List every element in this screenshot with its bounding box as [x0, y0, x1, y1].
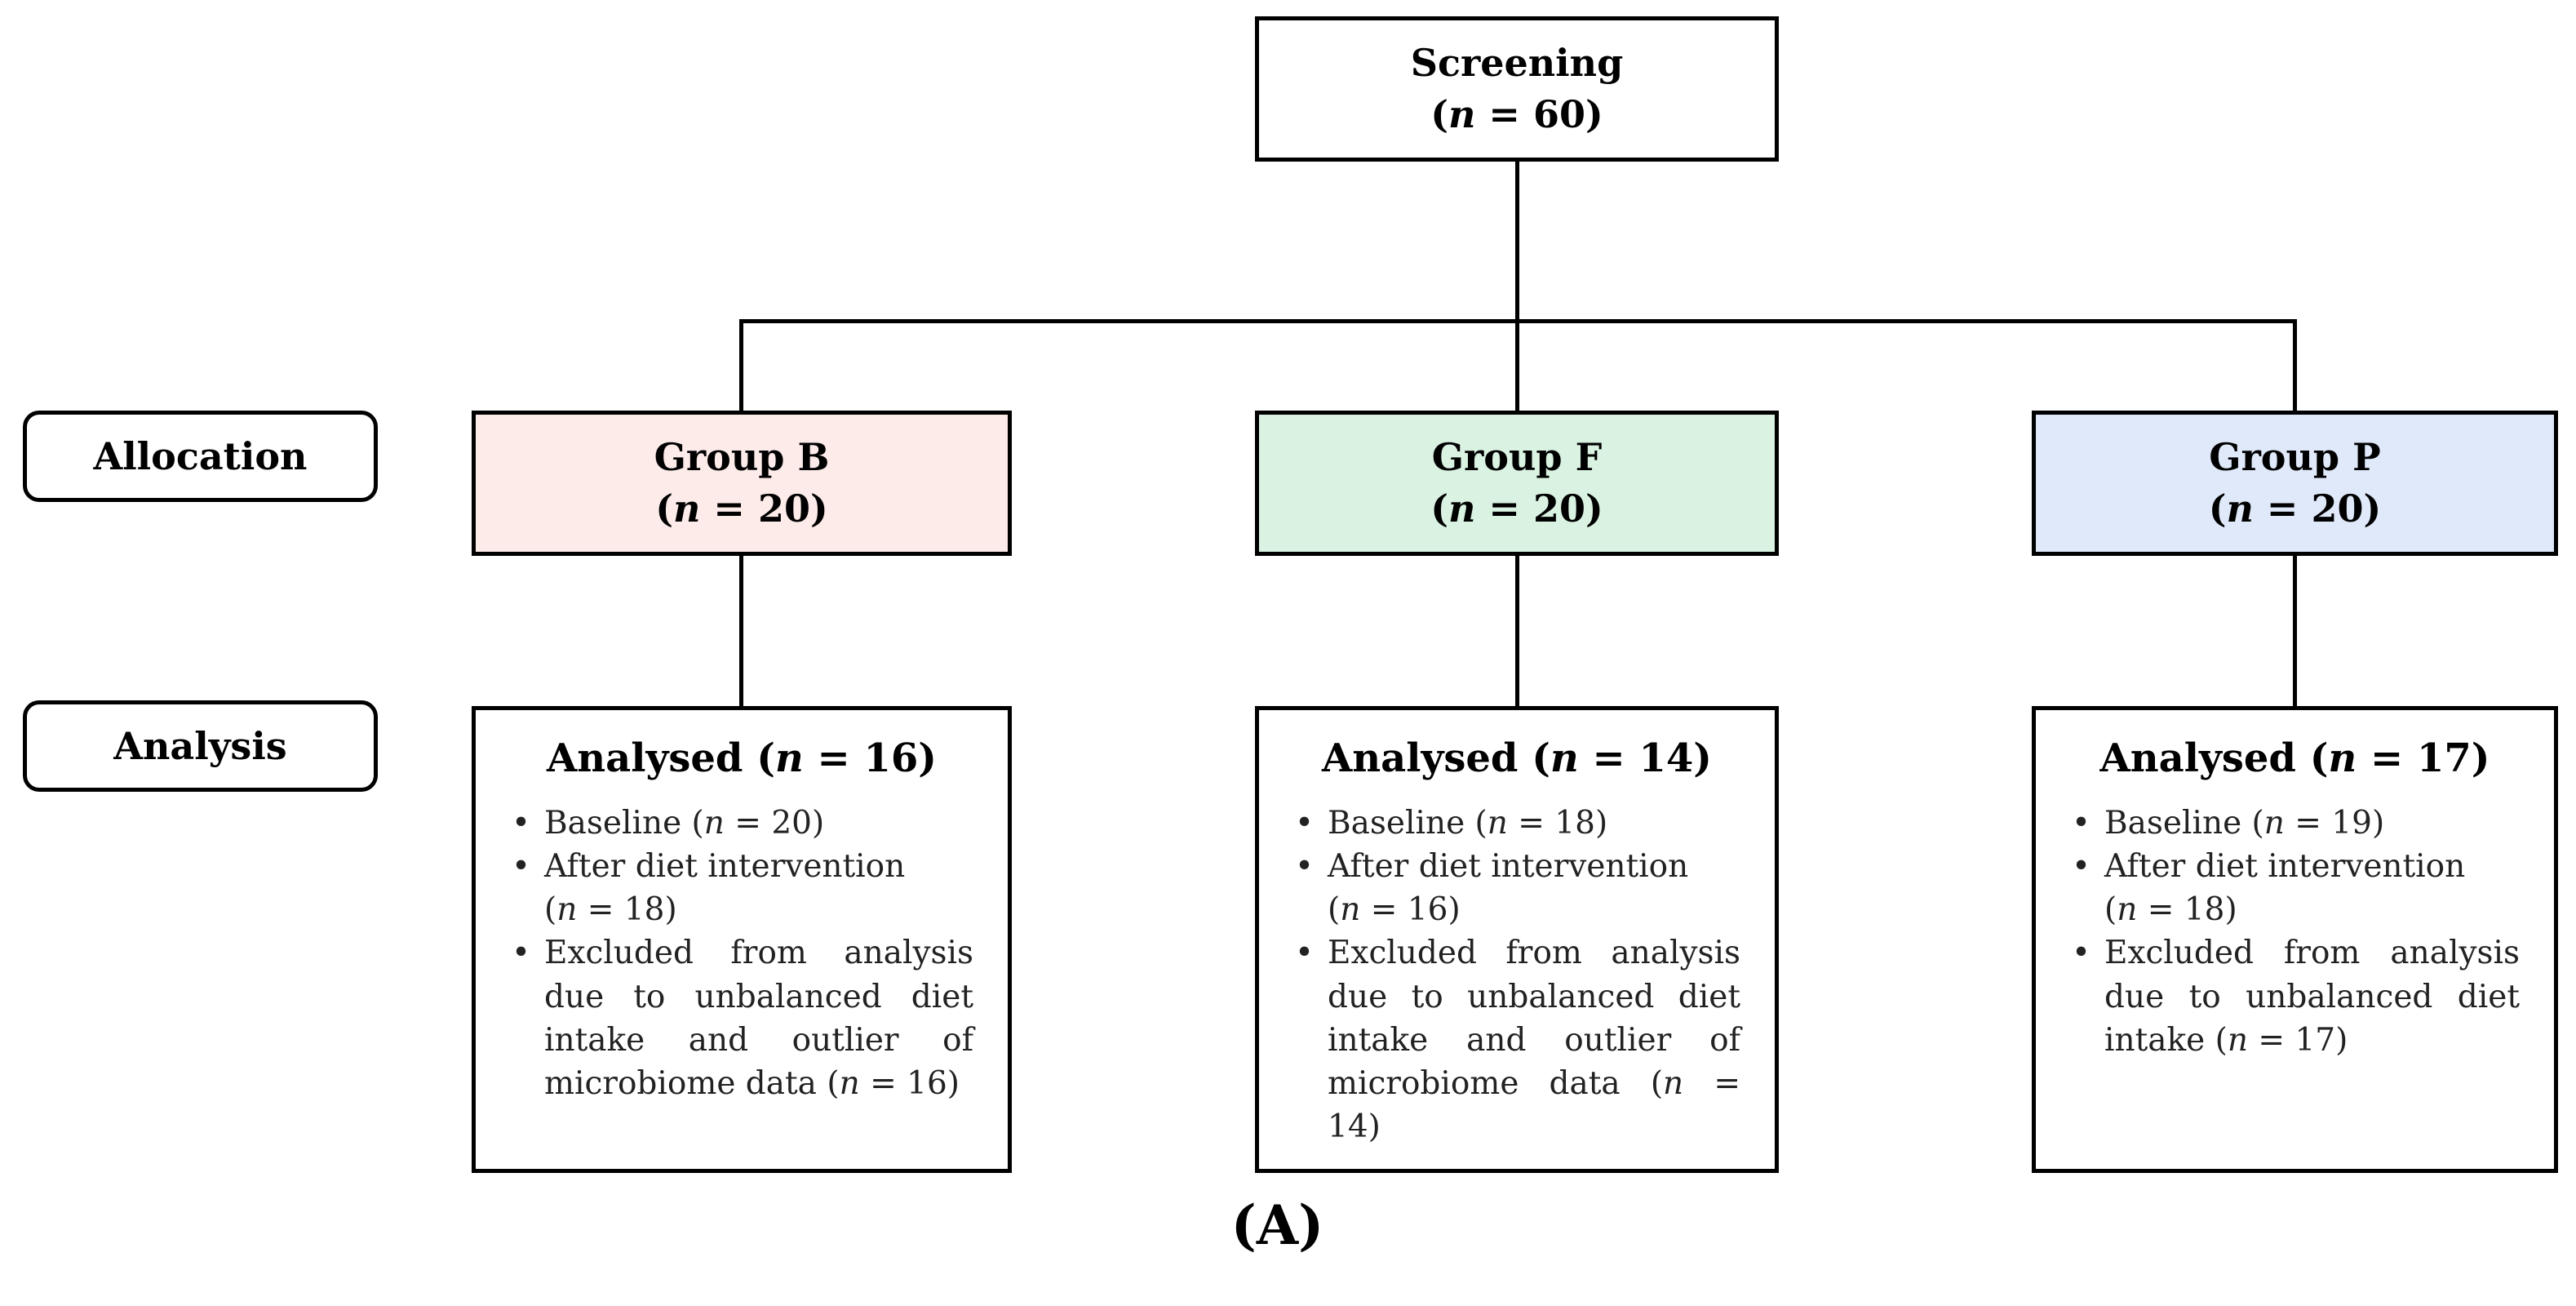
group-f-count: (n = 20) — [1430, 486, 1603, 531]
bullet-item: Excluded from analysis due to unbalanced… — [1288, 931, 1740, 1148]
analysis-label-text: Analysis — [113, 724, 287, 768]
connector-horizontal — [739, 319, 2297, 323]
bullet-item: After diet intervention (n = 18) — [505, 845, 973, 931]
bullet-item: Excluded from analysis due to unbalanced… — [505, 931, 973, 1104]
screening-count: (n = 60) — [1430, 92, 1603, 136]
group-p-count: (n = 20) — [2208, 486, 2382, 531]
allocation-label-text: Allocation — [93, 434, 308, 478]
group-p-name: Group P — [2209, 434, 2381, 479]
bullet-item: After diet intervention (n = 18) — [2065, 845, 2520, 931]
bullet-item: Baseline (n = 19) — [2065, 802, 2520, 845]
analysed-box-group-p: Analysed (n = 17) Baseline (n = 19) Afte… — [2032, 706, 2558, 1173]
group-f-name: Group F — [1431, 434, 1603, 479]
group-b-name: Group B — [654, 434, 830, 479]
analysed-b-heading: Analysed (n = 16) — [547, 735, 937, 781]
connector-screening-to-groupf — [1515, 162, 1519, 411]
connector-drop-groupb — [739, 319, 743, 411]
stage-label-allocation: Allocation — [23, 411, 378, 502]
connector-groupb-to-analysed — [739, 556, 743, 706]
group-b-count: (n = 20) — [655, 486, 828, 531]
bullet-item: After diet intervention (n = 16) — [1288, 845, 1740, 931]
analysed-b-bullets: Baseline (n = 20) After diet interventio… — [476, 802, 1008, 1104]
group-p-box: Group P (n = 20) — [2032, 411, 2558, 556]
stage-label-analysis: Analysis — [23, 700, 378, 792]
screening-title: Screening — [1410, 40, 1624, 85]
bullet-item: Baseline (n = 20) — [505, 802, 973, 845]
bullet-item: Excluded from analysis due to unbalanced… — [2065, 931, 2520, 1061]
connector-groupf-to-analysed — [1515, 556, 1519, 706]
panel-caption: (A) — [1230, 1193, 1324, 1257]
analysed-p-bullets: Baseline (n = 19) After diet interventio… — [2036, 802, 2554, 1061]
group-b-box: Group B (n = 20) — [472, 411, 1012, 556]
analysed-box-group-f: Analysed (n = 14) Baseline (n = 18) Afte… — [1255, 706, 1779, 1173]
analysed-f-bullets: Baseline (n = 18) After diet interventio… — [1259, 802, 1775, 1148]
screening-box: Screening (n = 60) — [1255, 16, 1779, 162]
analysed-f-heading: Analysed (n = 14) — [1322, 735, 1712, 781]
analysed-p-heading: Analysed (n = 17) — [2099, 735, 2490, 781]
group-f-box: Group F (n = 20) — [1255, 411, 1779, 556]
bullet-item: Baseline (n = 18) — [1288, 802, 1740, 845]
connector-drop-groupp — [2293, 319, 2297, 411]
analysed-box-group-b: Analysed (n = 16) Baseline (n = 20) Afte… — [472, 706, 1012, 1173]
connector-groupp-to-analysed — [2293, 556, 2297, 706]
